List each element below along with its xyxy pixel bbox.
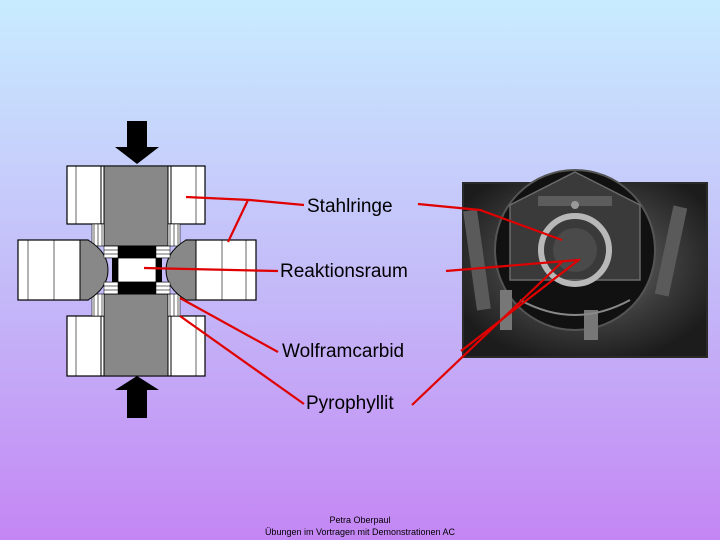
leader-wolframcarbid-left <box>179 297 279 353</box>
leader-reaktionsraum-photo <box>445 258 579 273</box>
bottom-pyrophyllite-gasket <box>91 293 105 317</box>
leader-stahlringe-photo <box>417 202 563 242</box>
top-pyrophyllite-gasket <box>91 223 105 247</box>
bottom-pyrophyllite-gasket-right <box>167 293 181 317</box>
left-steel-ring <box>17 239 109 301</box>
leader-reaktionsraum-left <box>143 266 279 273</box>
bottom-anvil <box>103 293 169 377</box>
bottom-pressure-arrow <box>115 376 159 418</box>
left-side-gasket <box>103 245 119 259</box>
right-side-gasket <box>155 245 171 259</box>
right-side-gasket-lower <box>155 281 171 295</box>
label-wolframcarbid: Wolframcarbid <box>282 341 405 362</box>
top-pressure-arrow <box>115 121 159 164</box>
leader-stahlringe-left <box>185 195 305 207</box>
label-pyrophyllit: Pyrophyllit <box>306 393 394 414</box>
footer-author: Petra Oberpaul <box>329 515 391 525</box>
leader-stahlringe-left-ring <box>227 199 249 243</box>
label-stahlringe: Stahlringe <box>307 196 393 217</box>
leader-pyrophyllit-left <box>179 315 305 405</box>
reaction-chamber <box>112 246 162 294</box>
press-photo <box>462 169 708 358</box>
leader-wolframcarbid-photo <box>460 258 581 352</box>
leader-lines <box>143 195 581 406</box>
top-anvil <box>103 165 169 247</box>
footer-course: Übungen im Vortragen mit Demonstrationen… <box>264 527 456 537</box>
top-pyrophyllite-gasket-right <box>167 223 181 247</box>
label-reaktionsraum: Reaktionsraum <box>280 261 408 282</box>
left-side-gasket-lower <box>103 281 119 295</box>
leader-pyrophyllit-photo <box>411 261 563 406</box>
